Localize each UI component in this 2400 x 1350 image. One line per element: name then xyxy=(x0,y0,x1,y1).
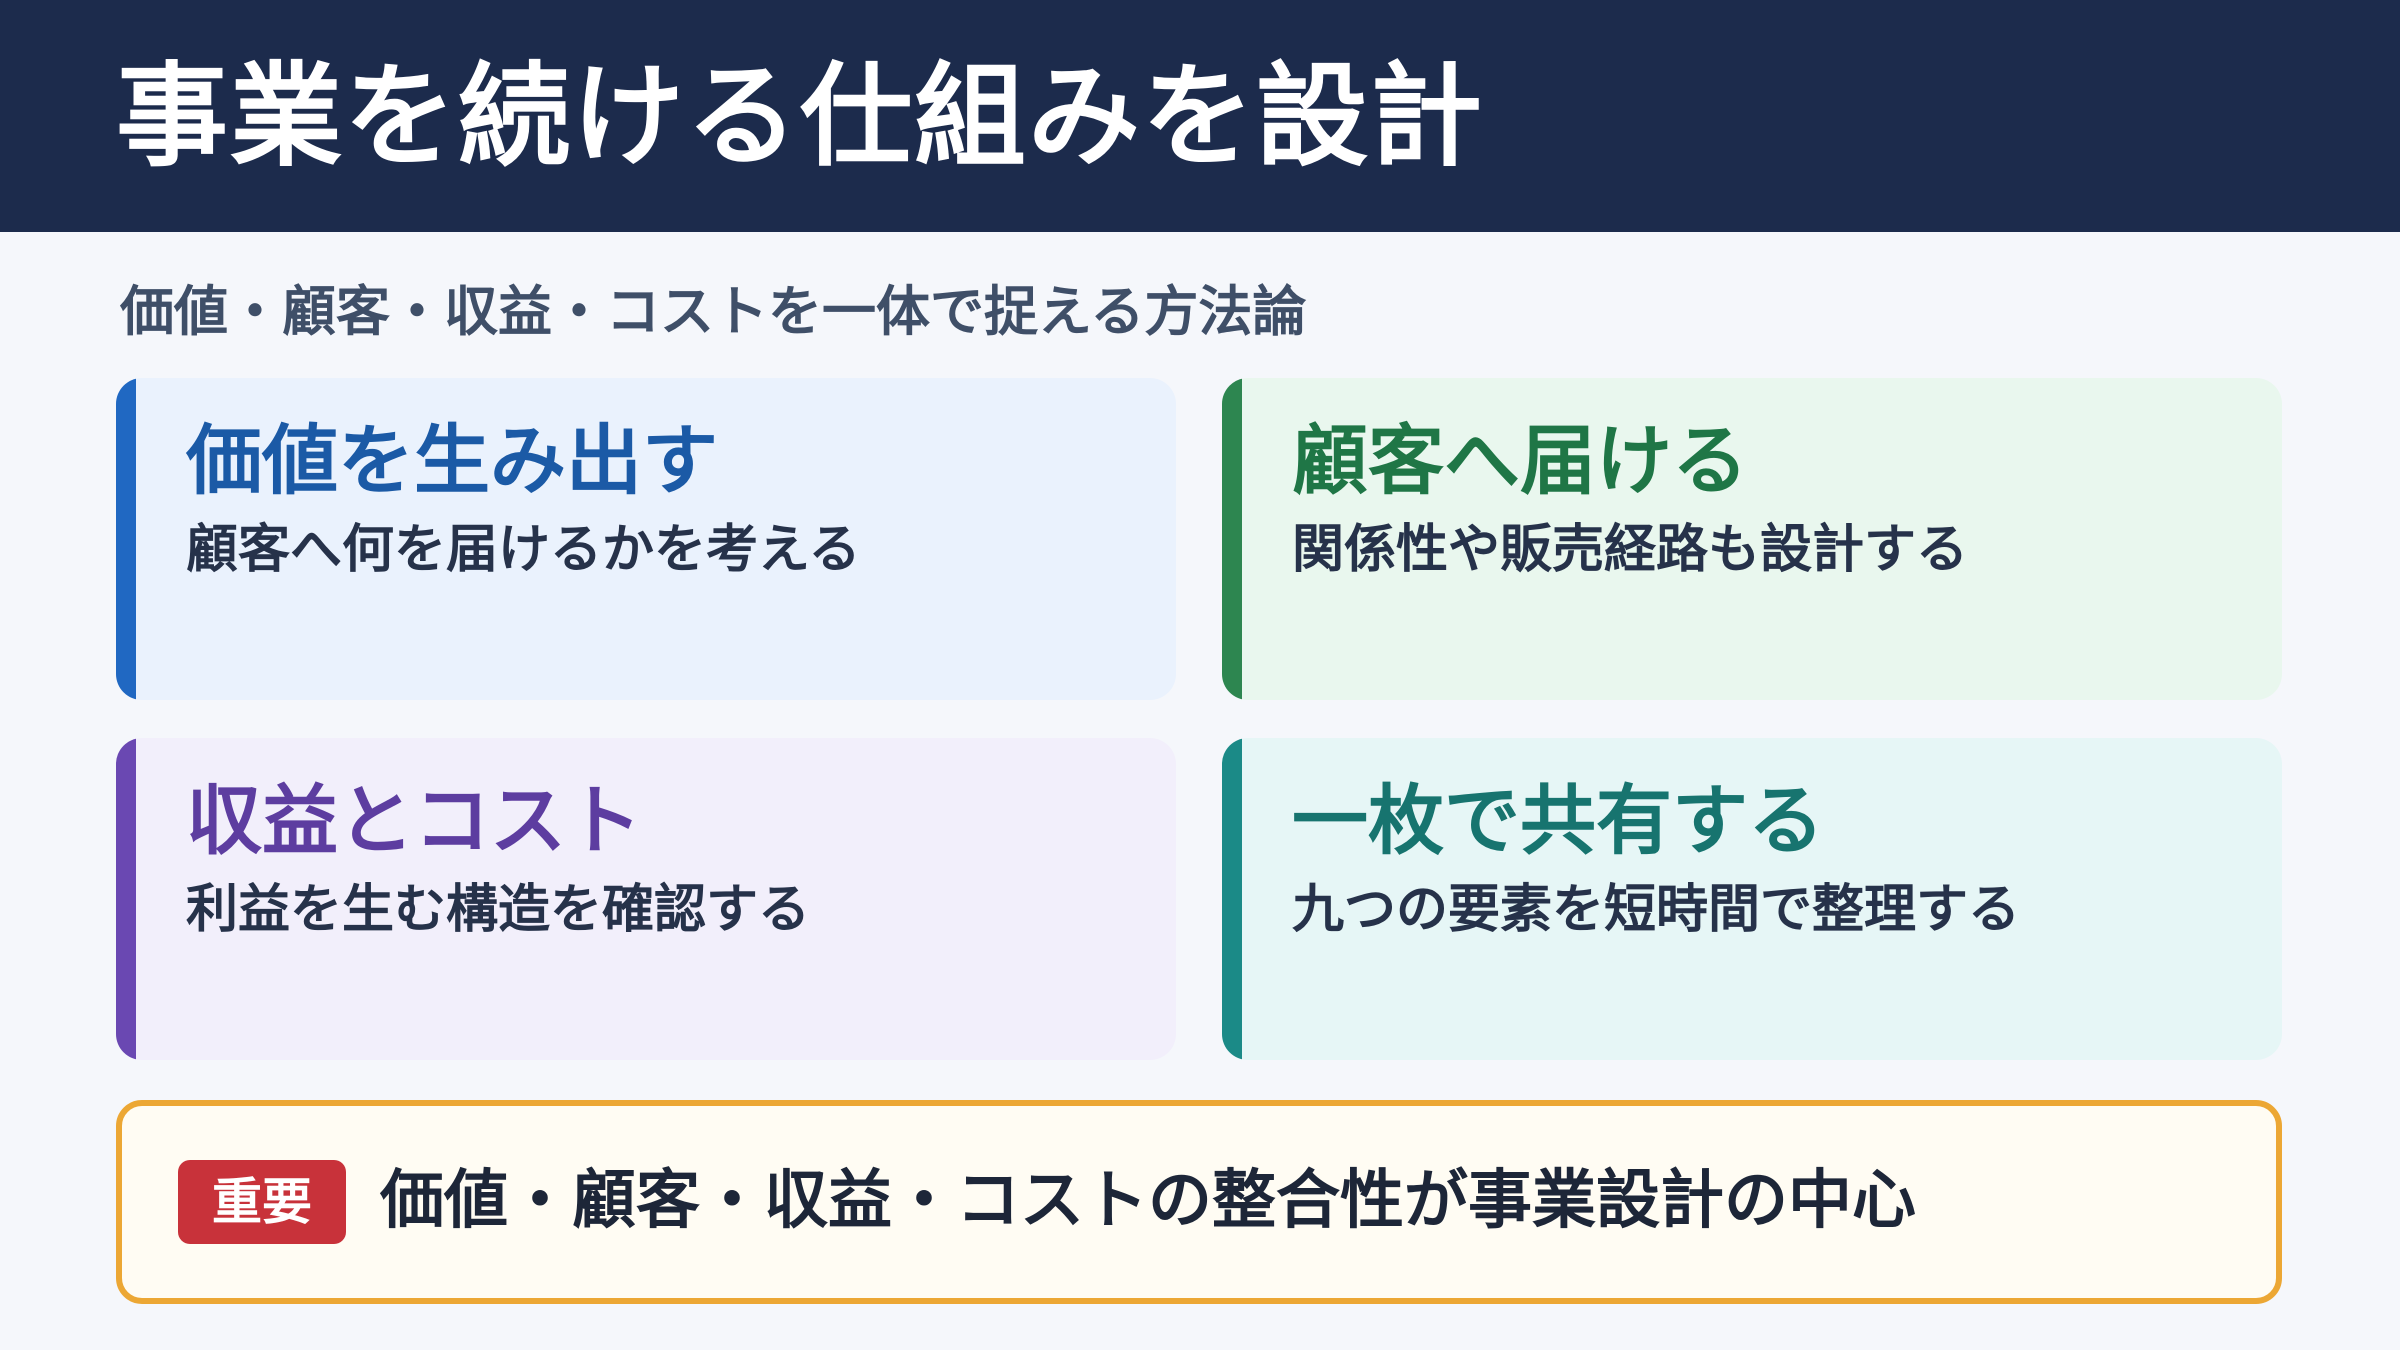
slide-title: 事業を続ける仕組みを設計 xyxy=(116,52,1484,182)
card-revenue-cost: 収益とコスト 利益を生む構造を確認する xyxy=(116,738,1176,1060)
card-description: 顧客へ何を届けるかを考える xyxy=(186,520,861,580)
card-title: 収益とコスト xyxy=(186,776,642,865)
card-title: 価値を生み出す xyxy=(186,416,718,505)
card-description: 九つの要素を短時間で整理する xyxy=(1292,880,2021,940)
card-accent-bar xyxy=(1222,738,1242,1060)
important-badge: 重要 xyxy=(178,1160,346,1244)
callout-text: 価値・顧客・収益・コストの整合性が事業設計の中心 xyxy=(380,1164,1916,1238)
card-share: 一枚で共有する 九つの要素を短時間で整理する xyxy=(1222,738,2282,1060)
card-description: 利益を生む構造を確認する xyxy=(186,880,811,940)
card-accent-bar xyxy=(116,738,136,1060)
key-point-callout: 重要 価値・顧客・収益・コストの整合性が事業設計の中心 xyxy=(116,1100,2282,1304)
card-title: 一枚で共有する xyxy=(1292,776,1824,865)
card-title: 顧客へ届ける xyxy=(1292,416,1748,505)
card-value: 価値を生み出す 顧客へ何を届けるかを考える xyxy=(116,378,1176,700)
card-description: 関係性や販売経路も設計する xyxy=(1292,520,1969,580)
header-bar: 事業を続ける仕組みを設計 xyxy=(0,0,2400,232)
slide-subtitle: 価値・顧客・収益・コストを一体で捉える方法論 xyxy=(120,280,1307,343)
card-accent-bar xyxy=(116,378,136,700)
card-accent-bar xyxy=(1222,378,1242,700)
card-customer: 顧客へ届ける 関係性や販売経路も設計する xyxy=(1222,378,2282,700)
